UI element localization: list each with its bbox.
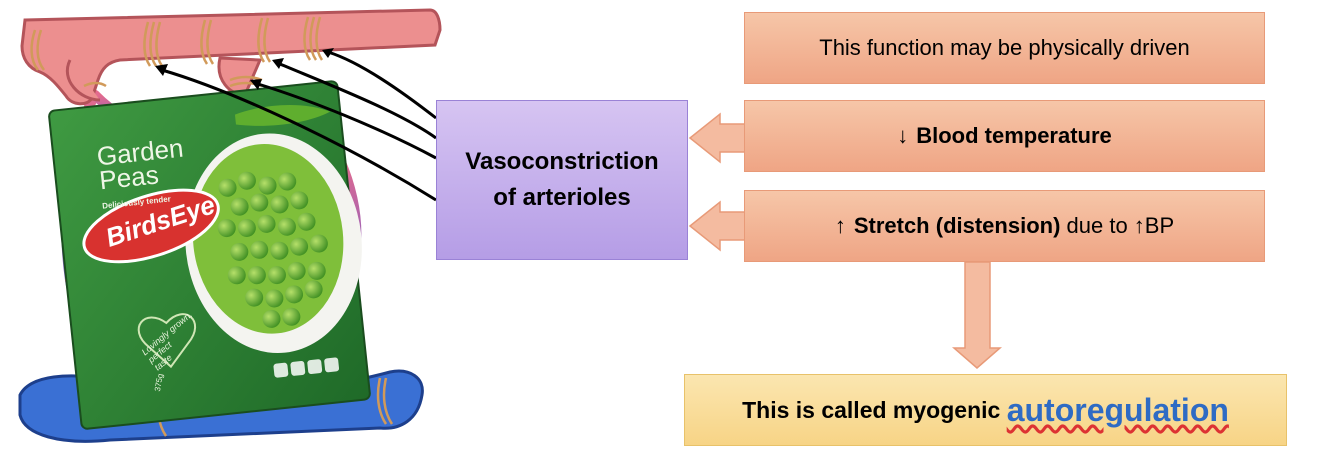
vasoconstriction-line1: Vasoconstriction — [465, 148, 659, 175]
constriction-arrows — [161, 50, 437, 202]
vasoconstriction-box: Vasoconstriction of arterioles — [436, 100, 688, 260]
peas-cluster — [217, 171, 328, 328]
up-arrow-symbol: ↑ — [834, 213, 846, 238]
vasoconstriction-line2: of arterioles — [493, 184, 631, 211]
orange-arrows — [688, 112, 1003, 369]
myogenic-box: This is called myogenic autoregulation — [684, 374, 1287, 446]
peas-bag — [48, 80, 371, 430]
down-arrow-symbol: ↓ — [897, 123, 909, 148]
physically-driven-box: This function may be physically driven — [744, 12, 1265, 84]
stretch-text: Stretch (distension) — [853, 213, 1061, 238]
stretch-suffix-text: due to ↑BP — [1060, 213, 1175, 238]
bag-title: Garden Peas — [95, 133, 187, 196]
myogenic-prefix-text: This is called myogenic — [742, 396, 1007, 423]
blood-temperature-text: Blood temperature — [916, 123, 1112, 148]
stretch-box: ↑ Stretch (distension) due to ↑BP — [744, 190, 1265, 262]
arteriole — [20, 8, 442, 106]
autoregulation-keyword: autoregulation — [1006, 391, 1229, 428]
arrowheads — [155, 48, 334, 90]
smooth-muscle-rings — [30, 16, 394, 437]
blood-temperature-box: ↓ Blood temperature — [744, 100, 1265, 172]
physically-driven-text: This function may be physically driven — [819, 35, 1190, 60]
